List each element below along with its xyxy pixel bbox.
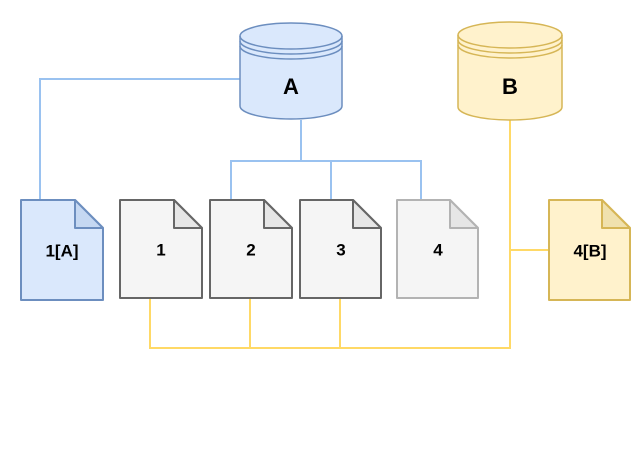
database-a-top-arc-2 xyxy=(239,40,343,55)
document-1a-label: 1[A] xyxy=(45,241,79,261)
document-4-icon xyxy=(396,199,479,299)
document-1-icon xyxy=(119,199,203,299)
database-b-label: B xyxy=(502,74,518,99)
document-4b-icon xyxy=(548,199,631,301)
document-4b-fold xyxy=(601,199,631,229)
database-b-top-arc-2 xyxy=(457,39,563,54)
document-4-label: 4 xyxy=(433,240,443,260)
database-b-top-arc-3 xyxy=(457,44,563,59)
document-1-label: 1 xyxy=(156,240,166,260)
document-3-fold xyxy=(352,199,382,229)
database-b-cylinder-icon xyxy=(457,21,563,121)
document-3-icon xyxy=(299,199,382,299)
connector-b-to-doc1 xyxy=(149,120,511,349)
document-4-fold xyxy=(449,199,479,229)
document-1a-fold xyxy=(74,199,104,229)
connector-group-blue xyxy=(39,78,422,199)
document-1a-icon xyxy=(20,199,104,301)
database-a-label: A xyxy=(283,74,299,99)
database-a-body xyxy=(239,22,343,120)
document-2-label: 2 xyxy=(246,240,256,260)
document-3-label: 3 xyxy=(336,240,346,260)
document-1-fold xyxy=(173,199,203,229)
connector-a-to-doc2-doc4 xyxy=(230,160,422,199)
connector-group-yellow xyxy=(149,120,549,349)
database-b-body xyxy=(457,21,563,121)
document-2-fold xyxy=(263,199,293,229)
document-4b-label: 4[B] xyxy=(573,241,607,261)
database-a-cylinder-icon xyxy=(239,22,343,120)
database-a-top-arc-3 xyxy=(239,45,343,60)
connector-a-to-doc1a xyxy=(39,78,240,199)
database-a-top-arc-1 xyxy=(239,35,343,50)
document-2-icon xyxy=(209,199,293,299)
database-b-top-arc-1 xyxy=(457,34,563,49)
